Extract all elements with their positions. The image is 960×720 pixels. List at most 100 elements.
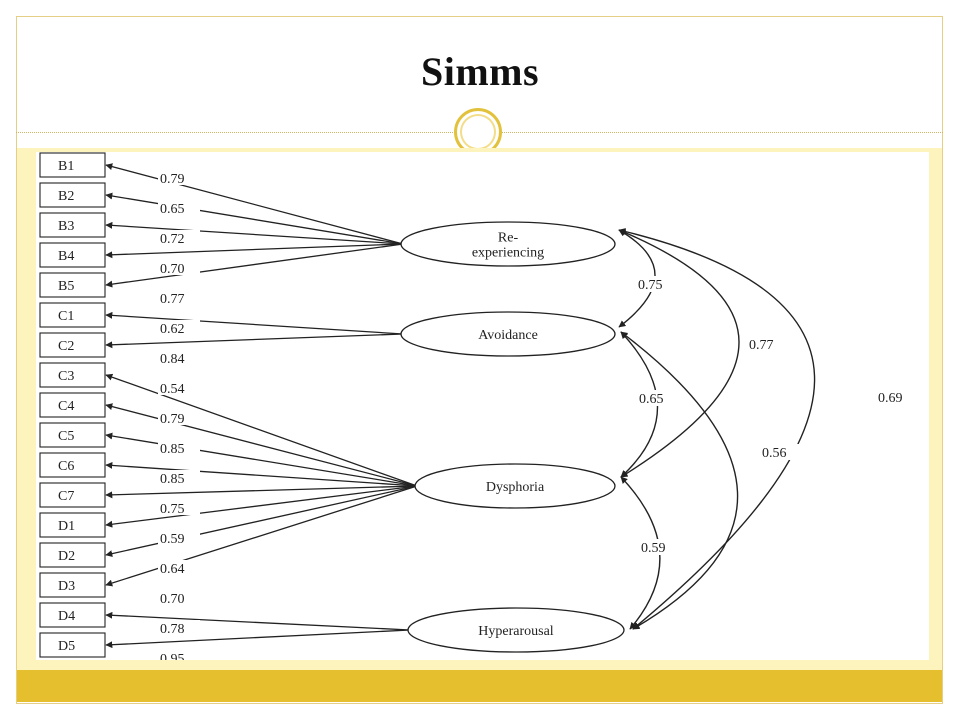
loading-label-bg	[158, 620, 200, 635]
indicator-label-C3: C3	[58, 369, 74, 384]
footer-band	[17, 670, 942, 702]
indicator-box-D4	[39, 602, 106, 628]
correlation-label-bg	[759, 444, 801, 460]
loading-label-bg	[158, 410, 200, 425]
correlation-value-dysph-hyper: 0.59	[641, 541, 666, 556]
factor-label-avoid: Avoidance	[478, 328, 538, 343]
loading-label-bg	[158, 560, 200, 575]
slide-title: Simms	[420, 49, 540, 94]
indicator-label-B5: B5	[58, 279, 74, 294]
indicator-box-D3	[39, 572, 106, 598]
loading-value-B1: 0.79	[160, 172, 185, 187]
loading-value-D2: 0.64	[160, 562, 185, 577]
loading-path-D5	[105, 629, 411, 649]
loading-label-bg	[158, 440, 200, 455]
correlation-value-avoid-dysph: 0.65	[639, 392, 664, 407]
indicator-label-C1: C1	[58, 309, 74, 324]
loading-value-D4: 0.78	[160, 622, 185, 637]
indicator-box-B1	[39, 152, 106, 178]
slide-frame	[16, 16, 943, 704]
correlation-path-avoid-hyper	[620, 331, 739, 630]
correlation-label-bg	[746, 336, 788, 352]
loading-label-bg	[158, 590, 200, 605]
loading-label-bg	[158, 260, 200, 275]
loading-value-B4: 0.70	[160, 262, 185, 277]
correlation-path-reexp-dysph	[618, 229, 740, 478]
loading-label-bg	[158, 170, 200, 185]
indicator-label-C6: C6	[58, 459, 74, 474]
indicator-box-C2	[39, 332, 106, 358]
loading-label-bg	[158, 530, 200, 545]
path-diagram-svg: Re-experiencingAvoidanceDysphoriaHyperar…	[39, 152, 917, 660]
loading-path-C5	[105, 432, 418, 487]
correlation-value-reexp-dysph: 0.77	[749, 338, 774, 353]
loading-value-C2: 0.84	[160, 352, 185, 367]
lines-layer	[105, 163, 816, 649]
loading-value-C1: 0.62	[160, 322, 185, 337]
loading-label-bg	[158, 230, 200, 245]
correlation-value-reexp-avoid: 0.75	[638, 278, 663, 293]
loading-value-D3: 0.70	[160, 592, 185, 607]
indicator-box-B2	[39, 182, 106, 208]
indicator-label-D2: D2	[58, 549, 75, 564]
loading-value-C6: 0.85	[160, 472, 185, 487]
loading-path-B3	[105, 221, 404, 245]
loading-value-B5: 0.77	[160, 292, 185, 307]
loading-path-C2	[105, 333, 404, 349]
correlation-label-bg	[638, 539, 680, 555]
factor-ellipse-dysph	[414, 463, 616, 509]
loading-label-bg	[158, 500, 200, 515]
loading-value-C4: 0.79	[160, 412, 185, 427]
indicator-label-D4: D4	[58, 609, 75, 624]
loading-path-B2	[105, 192, 404, 245]
factor-ellipse-avoid	[400, 311, 616, 357]
labels-layer: Re-experiencingAvoidanceDysphoriaHyperar…	[58, 159, 917, 660]
indicator-box-D5	[39, 632, 106, 658]
loading-path-B5	[105, 243, 404, 288]
indicator-label-C5: C5	[58, 429, 74, 444]
indicator-box-C4	[39, 392, 106, 418]
correlation-value-avoid-hyper: 0.56	[762, 446, 787, 461]
factor-label-reexp: Re-	[498, 231, 519, 246]
loading-path-C4	[105, 403, 418, 487]
indicator-label-D3: D3	[58, 579, 75, 594]
indicator-box-D1	[39, 512, 106, 538]
correlation-value-reexp-hyper: 0.69	[878, 391, 903, 406]
factor-label-hyper: Hyperarousal	[478, 624, 554, 639]
loading-value-C3: 0.54	[160, 382, 185, 397]
loading-value-C5: 0.85	[160, 442, 185, 457]
correlation-label-bg	[635, 276, 677, 292]
indicator-box-C5	[39, 422, 106, 448]
loading-path-C3	[105, 373, 418, 487]
correlation-path-reexp-hyper	[618, 228, 816, 630]
loading-path-B1	[105, 163, 404, 245]
loading-path-B4	[105, 243, 404, 259]
indicator-label-C2: C2	[58, 339, 74, 354]
loading-path-C7	[105, 485, 418, 499]
indicator-box-C1	[39, 302, 106, 328]
shapes-layer	[39, 152, 625, 658]
indicator-box-B4	[39, 242, 106, 268]
indicator-label-B1: B1	[58, 159, 74, 174]
loading-label-bg	[158, 290, 200, 305]
loading-label-bg	[158, 470, 200, 485]
indicator-label-B3: B3	[58, 219, 74, 234]
indicator-label-B2: B2	[58, 189, 74, 204]
indicator-label-D1: D1	[58, 519, 75, 534]
loading-label-bg	[158, 650, 200, 660]
factor-label-reexp: experiencing	[472, 246, 544, 261]
loading-label-bg	[158, 320, 200, 335]
factor-ellipse-hyper	[407, 607, 625, 653]
loading-label-bg	[158, 350, 200, 365]
loading-path-D3	[105, 485, 418, 587]
indicator-box-C7	[39, 482, 106, 508]
indicator-box-C3	[39, 362, 106, 388]
indicator-box-D2	[39, 542, 106, 568]
indicator-label-B4: B4	[58, 249, 74, 264]
correlation-label-bg	[636, 390, 678, 406]
loading-value-C7: 0.75	[160, 502, 185, 517]
indicator-box-C6	[39, 452, 106, 478]
indicator-label-C7: C7	[58, 489, 74, 504]
indicator-label-C4: C4	[58, 399, 74, 414]
